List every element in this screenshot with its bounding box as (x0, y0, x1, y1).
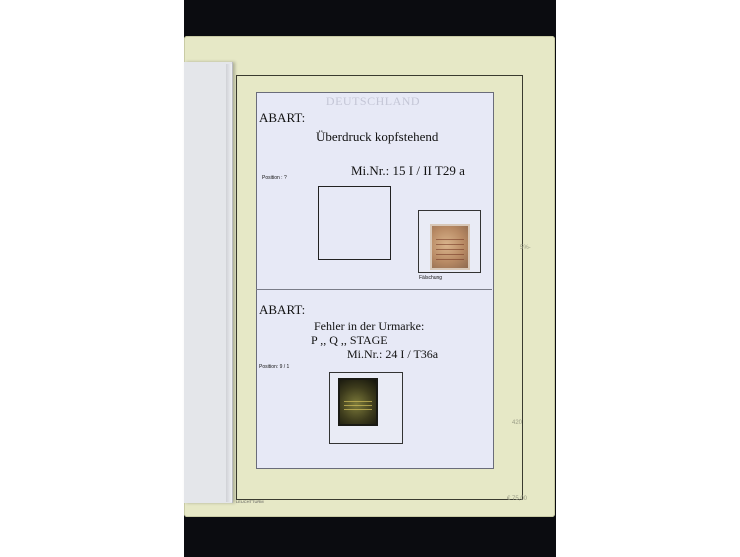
stamp-caption: Fälschung (419, 275, 443, 281)
pencil-price: € 75,00 (507, 496, 528, 502)
section1-abart-label: ABART: (259, 110, 306, 125)
section-divider (256, 289, 492, 290)
stamp-overprint (436, 236, 464, 260)
album-page-frame (236, 75, 523, 500)
section1-title: Überdruck kopfstehend (316, 129, 439, 144)
section1-catalog-number: Mi.Nr.: 15 I / II T29 a (351, 163, 465, 178)
section2-catalog-number: Mi.Nr.: 24 I / T36a (347, 347, 439, 361)
section2-title-line1: Fehler in der Urmarke: (314, 319, 425, 333)
section2-position: Position: 9 / 1 (259, 364, 290, 370)
section2-title-line2: P ,, Q ,, STAGE (311, 333, 388, 347)
pencil-note: 5%- (520, 245, 531, 251)
pencil-note: 420 (512, 420, 523, 426)
album-footer: LEUCHTTURM (236, 499, 264, 504)
page-spine (226, 64, 232, 502)
section1-position: Position : ? (262, 175, 287, 181)
section2-abart-label: ABART: (259, 302, 306, 317)
stamp-overprint-2 (344, 400, 372, 410)
turned-page-edge (184, 62, 233, 503)
empty-stamp-slot (318, 186, 391, 260)
sheet-header: DEUTSCHLAND (325, 94, 421, 108)
